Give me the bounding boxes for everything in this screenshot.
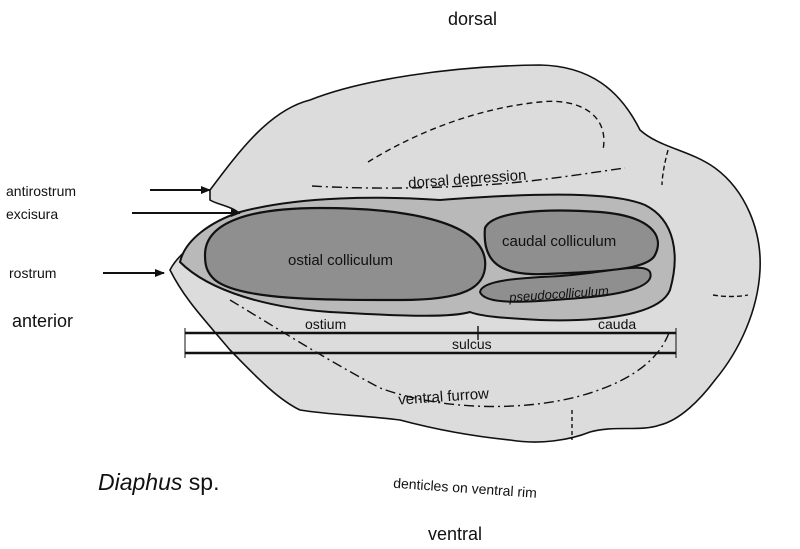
label-species: Diaphus sp. (98, 469, 219, 495)
label-rostrum: rostrum (9, 265, 56, 281)
label-excisura: excisura (6, 206, 58, 222)
rim-dash-right-middle (712, 294, 749, 298)
rim-dash-right-upper (661, 149, 669, 186)
label-ostial-colliculum: ostial colliculum (288, 252, 393, 269)
caudal-colliculum-shape (483, 209, 660, 276)
label-caudal-colliculum: caudal colliculum (502, 233, 616, 250)
pseudocolliculum-shape (478, 266, 652, 303)
label-denticles: denticles on ventral rim (393, 475, 538, 501)
species-genus: Diaphus (98, 469, 183, 495)
label-ventral: ventral (428, 524, 482, 544)
label-antirostrum: antirostrum (6, 183, 76, 199)
label-cauda: cauda (598, 316, 636, 332)
ostial-colliculum-shape (203, 206, 487, 302)
label-ventral-furrow: ventral furrow (398, 385, 490, 408)
label-dorsal: dorsal (448, 9, 497, 29)
label-ostium: ostium (305, 316, 346, 332)
label-sulcus: sulcus (452, 336, 492, 352)
dorsal-depression-line-upper (367, 100, 605, 163)
label-pseudocolliculum: pseudocolliculum (508, 283, 610, 305)
species-suffix: sp. (182, 469, 219, 495)
ventral-furrow-line (229, 299, 671, 408)
label-anterior: anterior (12, 311, 73, 331)
dorsal-depression-line-lower (311, 167, 626, 189)
